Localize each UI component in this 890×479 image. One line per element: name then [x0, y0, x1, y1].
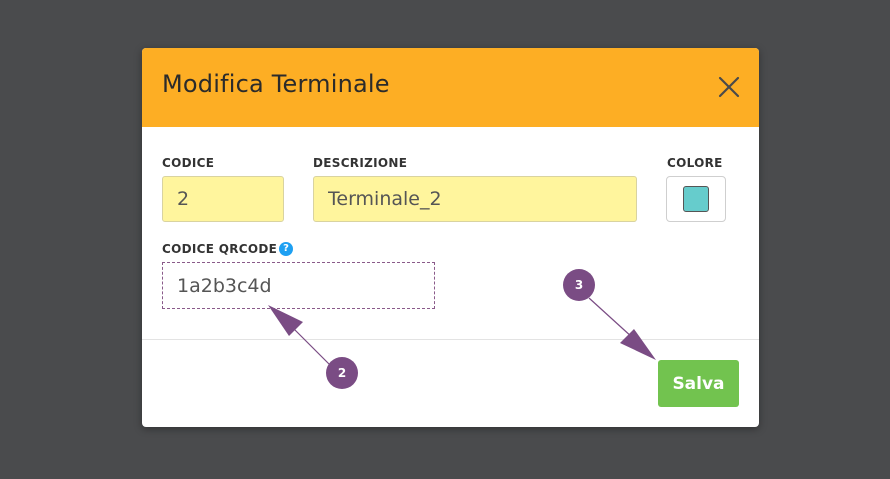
codice-input[interactable]	[162, 176, 284, 222]
descrizione-label: DESCRIZIONE	[313, 156, 408, 170]
dialog-header: Modifica Terminale	[142, 48, 759, 127]
dialog-title: Modifica Terminale	[162, 70, 390, 98]
save-button[interactable]: Salva	[658, 360, 739, 407]
qrcode-input[interactable]	[162, 262, 435, 309]
annotation-badge-3: 3	[563, 269, 595, 301]
color-picker[interactable]	[666, 176, 726, 222]
descrizione-input[interactable]	[313, 176, 637, 222]
codice-label: CODICE	[162, 156, 215, 170]
edit-terminal-dialog: Modifica Terminale CODICE DESCRIZIONE CO…	[142, 48, 759, 427]
color-swatch	[683, 186, 709, 212]
help-icon[interactable]: ?	[279, 242, 293, 256]
colore-label: COLORE	[667, 156, 723, 170]
footer-divider	[142, 339, 759, 340]
qrcode-label: CODICE QRCODE	[162, 242, 278, 256]
annotation-badge-2: 2	[326, 357, 358, 389]
close-icon	[718, 76, 740, 98]
close-button[interactable]	[717, 75, 741, 99]
